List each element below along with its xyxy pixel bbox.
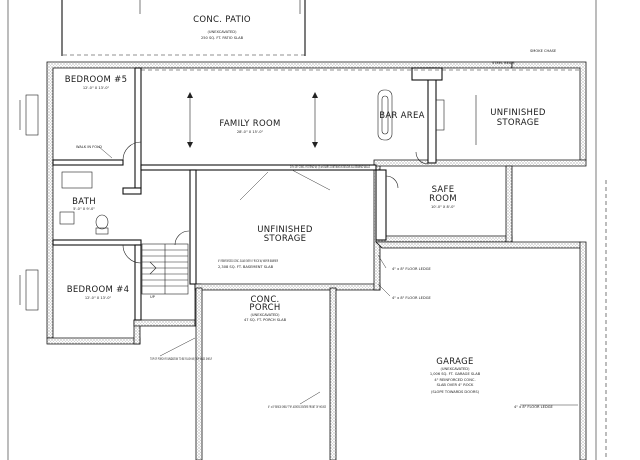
patio-sub2: 250 SQ. FT. PATIO SLAB [201,36,244,40]
label-bar-area: BAR AREA [379,111,425,121]
note-smoke-chase: SMOKE CHASE [530,49,557,53]
porch-sub2: 47 SQ. FT. PORCH SLAB [244,318,287,322]
garage-sub1: (UNEXCAVATED) [441,367,471,371]
note-up: UP [150,295,156,299]
bath-sub: 5'-0" X 9'-0" [73,207,95,211]
storage-right-line1: UNFINISHED [490,108,546,118]
storage-center-line2: STORAGE [264,234,307,244]
page-frame [7,0,607,460]
label-conc-porch: CONC. PORCH (UNEXCAVATED) 47 SQ. FT. POR… [244,295,287,322]
label-unfinished-storage-right: UNFINISHED STORAGE [490,108,546,128]
label-unfinished-storage-center: UNFINISHED STORAGE [257,225,313,244]
porch-line1: CONC. [250,295,279,305]
interior-walls [52,67,443,321]
steel-beam-line [141,69,580,148]
family-room-sub: 28'-0" X 15'-0" [237,130,264,134]
note-slab-area: 2,308 SQ. FT. BASEMENT SLAB [218,265,274,269]
note-brick-shelf: 4" x 8" BRICK SHELF TYP. ACROSS ENTIRE F… [268,405,326,409]
bar-counter [377,89,445,141]
note-floor-ledge-1: 4" x 8" FLOOR LEDGE [392,267,431,271]
bath-fixtures [59,171,109,235]
garage-sub3: 4" REINFORCED CONC. [434,378,475,382]
door-swings [122,141,429,264]
porch-sub1: (UNEXCAVATED) [251,313,281,317]
bedroom4-title: BEDROOM #4 [67,285,130,295]
storage-center-line1: UNFINISHED [257,225,313,235]
garage-sub2: 1,006 SQ. FT. GARAGE SLAB [430,372,481,376]
stairs [141,243,189,295]
porch-line2: PORCH [249,303,280,313]
label-bedroom5: BEDROOM #5 12'-0" X 13'-0" [65,75,128,90]
label-family-room: FAMILY ROOM 28'-0" X 15'-0" [219,119,280,134]
note-porch-foundation: TOP OF PORCH FOUNDATION TO BE FLUSH W/ T… [149,357,212,361]
note-floor-ledge-3: 4" x 8" FLOOR LEDGE [514,405,553,409]
garage-title: GARAGE [436,357,473,367]
note-floor-ledge-2: 4" x 8" FLOOR LEDGE [392,296,431,300]
patio-sub1: (UNEXCAVATED) [208,30,238,34]
label-safe-room: SAFE ROOM 10'-0" X 8'-0" [429,185,457,209]
note-steel-beam: STEEL BEAM [492,61,514,65]
bath-title: BATH [72,197,96,207]
bar-area-title: BAR AREA [379,111,425,121]
bedroom5-sub: 12'-0" X 13'-0" [83,86,110,90]
note-footing: 24"x 18" CONC. FOOTING W/ (3) #4 BARS CO… [290,165,370,169]
note-walk-in-fold: WALK IN FOLD [76,145,102,149]
bedroom5-title: BEDROOM #5 [65,75,128,85]
label-conc-patio: CONC. PATIO (UNEXCAVATED) 250 SQ. FT. PA… [193,15,251,40]
leader-lines [97,145,578,406]
bedroom4-sub: 12'-0" X 13'-0" [85,296,112,300]
label-garage: GARAGE (UNEXCAVATED) 1,006 SQ. FT. GARAG… [430,357,481,394]
patio-title: CONC. PATIO [193,15,251,25]
family-room-title: FAMILY ROOM [219,119,280,129]
safe-room-sub: 10'-0" X 8'-0" [431,205,455,209]
safe-room-line1: SAFE [432,185,455,195]
plan-notes: WALK IN FOLD STEEL BEAM SMOKE CHASE 24"x… [76,49,557,409]
safe-room-line2: ROOM [429,194,457,204]
garage-sub5: (SLOPE TOWARDS DOORS) [431,390,480,394]
label-bedroom4: BEDROOM #4 12'-0" X 13'-0" [67,285,130,300]
conc-patio [61,0,306,56]
garage-sub4: SLAB OVER 4" ROCK [437,383,474,387]
note-slab: 4" REINFORCED CONC. SLAB OVER 4" ROCK W/… [218,259,278,263]
left-dimension-tags [19,94,39,311]
storage-right-line2: STORAGE [497,118,540,128]
label-bath: BATH 5'-0" X 9'-0" [72,197,96,211]
